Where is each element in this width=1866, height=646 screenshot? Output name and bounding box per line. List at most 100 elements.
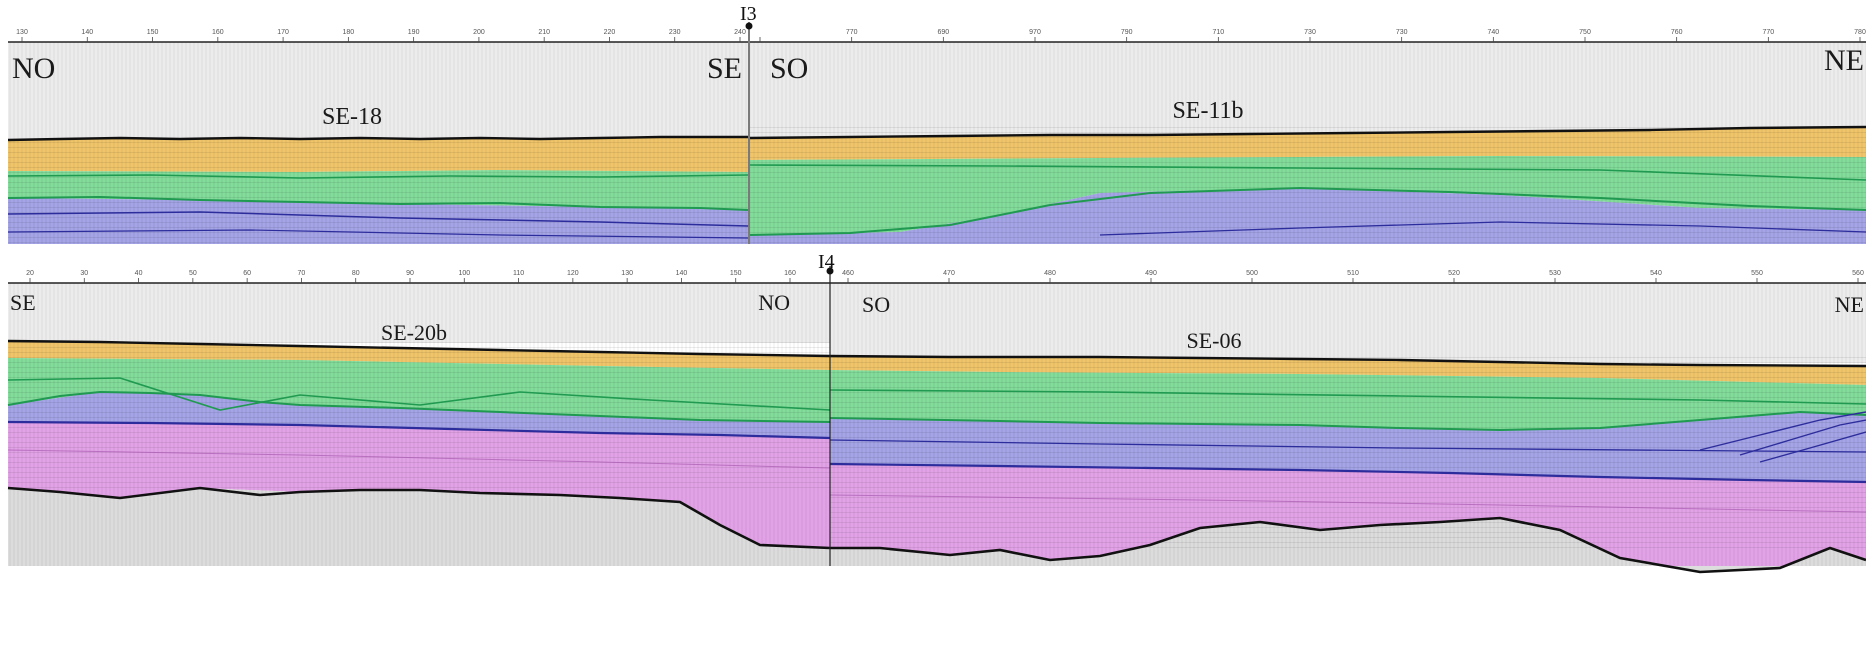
tick-label: 120 — [567, 270, 579, 277]
tick-label: 730 — [1396, 29, 1408, 36]
tick-label: 530 — [1549, 270, 1561, 277]
junction-marker — [745, 22, 753, 30]
tick-label: 240 — [734, 29, 746, 36]
tick-label: 160 — [212, 29, 224, 36]
profile-name: SE-18 — [322, 104, 382, 130]
green-horizon — [7, 174, 749, 179]
tick-label: 70 — [298, 270, 306, 277]
basement-line — [7, 486, 831, 550]
tick-label: 130 — [621, 270, 633, 277]
reflector-texture — [8, 138, 748, 244]
green-horizon-base — [749, 186, 1866, 236]
tick-label: 170 — [277, 29, 289, 36]
pink-reflector — [829, 494, 1866, 513]
tick-label: 730 — [1304, 29, 1316, 36]
left-direction-label: SO — [770, 52, 808, 85]
green-horizon — [749, 164, 1866, 181]
left-direction-label: SO — [862, 292, 890, 317]
tick-label: 150 — [147, 29, 159, 36]
right-direction-label: NE — [1835, 292, 1864, 317]
seafloor-line — [829, 354, 1866, 368]
tick-label: 60 — [243, 270, 251, 277]
green-horizon-base — [7, 195, 749, 211]
green-horizon — [7, 377, 831, 411]
tick-label: 470 — [943, 270, 955, 277]
tick-label: 500 — [1246, 270, 1258, 277]
tick-label: 770 — [846, 29, 858, 36]
tick-label: 130 — [16, 29, 28, 36]
tick-label: 90 — [406, 270, 414, 277]
tick-label: 160 — [784, 270, 796, 277]
blue-horizon — [7, 420, 831, 440]
tick-label: 490 — [1145, 270, 1157, 277]
tick-label: 510 — [1347, 270, 1359, 277]
tick-label: 780 — [1854, 29, 1866, 36]
tick-label: 770 — [1762, 29, 1774, 36]
seafloor-line — [7, 135, 748, 142]
green-horizon — [829, 389, 1866, 405]
tick-label: 540 — [1650, 270, 1662, 277]
blue-horizon — [829, 439, 1866, 453]
tick-label: 210 — [538, 29, 550, 36]
profile-name: SE-20b — [381, 320, 447, 345]
tick-label: 180 — [343, 29, 355, 36]
green-horizon-base — [829, 410, 1866, 432]
reflector-texture — [750, 127, 1866, 244]
junction-marker — [826, 267, 834, 275]
profile-name: SE-11b — [1172, 98, 1243, 124]
tick-label: 30 — [80, 270, 88, 277]
basement-line — [830, 516, 1866, 574]
tick-label: 200 — [473, 29, 485, 36]
tick-label: 750 — [1579, 29, 1591, 36]
tick-label: 140 — [81, 29, 93, 36]
tick-label: 710 — [1212, 29, 1224, 36]
junction-label: I3 — [740, 3, 757, 25]
tick-label: 760 — [1671, 29, 1683, 36]
clinoform-2 — [1739, 419, 1866, 456]
green-horizon-base — [7, 390, 831, 423]
tick-label: 550 — [1751, 270, 1763, 277]
clinoform-3 — [1759, 431, 1866, 463]
blue-horizon-base — [829, 462, 1866, 484]
tick-label: 690 — [937, 29, 949, 36]
tick-label: 110 — [513, 270, 524, 277]
seafloor-line — [7, 339, 831, 358]
profile-name: SE-06 — [1187, 328, 1242, 353]
tick-label: 100 — [458, 270, 470, 277]
tick-label: 520 — [1448, 270, 1460, 277]
junction-label: I4 — [818, 251, 835, 273]
tick-label: 50 — [189, 270, 197, 277]
tick-label: 460 — [842, 270, 854, 277]
tick-label: 970 — [1029, 29, 1041, 36]
tick-label: 80 — [352, 270, 360, 277]
pink-reflector — [7, 449, 831, 469]
reflector-texture — [8, 341, 830, 491]
blue-horizon — [7, 211, 749, 227]
tick-label: 230 — [669, 29, 681, 36]
blue-horizon — [1099, 221, 1866, 236]
tick-label: 560 — [1852, 270, 1864, 277]
seafloor-line — [749, 125, 1866, 140]
reflector-texture — [830, 356, 1866, 548]
right-direction-label: NE — [1824, 44, 1864, 77]
tick-label: 190 — [408, 29, 420, 36]
tick-label: 140 — [676, 270, 688, 277]
tick-label: 40 — [135, 270, 143, 277]
blue-horizon-2 — [7, 229, 749, 239]
right-direction-label: NO — [758, 290, 790, 315]
clinoform-1 — [1699, 411, 1866, 451]
tick-label: 150 — [730, 270, 742, 277]
tick-label: 790 — [1121, 29, 1133, 36]
right-direction-label: SE — [707, 52, 742, 85]
